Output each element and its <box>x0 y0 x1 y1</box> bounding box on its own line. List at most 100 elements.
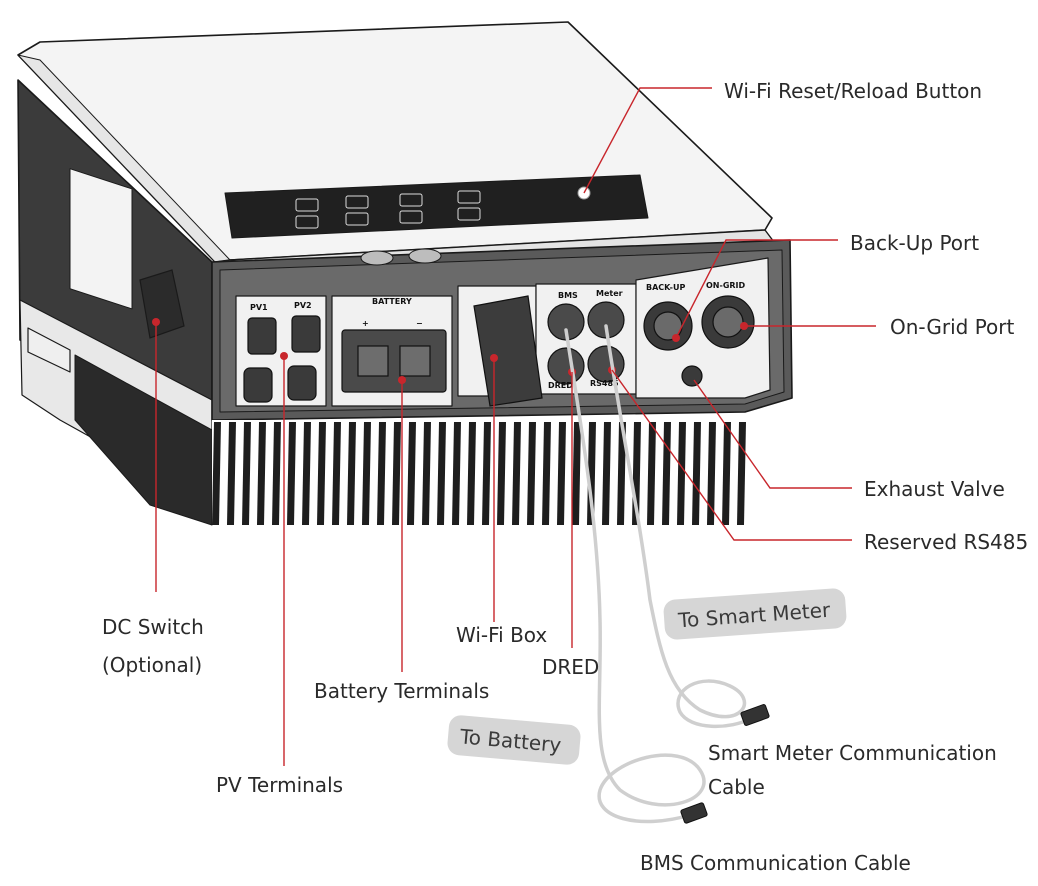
leader-rs485 <box>611 369 852 541</box>
heatsink-fin <box>722 422 731 525</box>
pv-connector[interactable] <box>243 367 273 403</box>
led-icon <box>345 195 369 209</box>
heatsink-fin <box>482 422 491 525</box>
side-label-plate <box>69 168 133 310</box>
callout-reserved-rs485: Reserved RS485 <box>864 530 1028 554</box>
heatsink-fin <box>707 422 716 525</box>
meter-cable-connector <box>740 704 770 726</box>
inverter-foot-left <box>27 327 71 373</box>
callout-dred: DRED <box>542 655 599 679</box>
heatsink-fin <box>557 422 566 525</box>
bms-cable <box>564 328 706 824</box>
leader-backup-port <box>675 239 838 339</box>
pv-connector[interactable] <box>247 317 277 355</box>
bms-cable-connector <box>680 802 708 824</box>
inverter-body <box>17 21 793 526</box>
exhaust-valve[interactable] <box>681 365 703 387</box>
heatsink-fin <box>212 422 221 525</box>
heatsink-fin <box>362 422 371 525</box>
heatsink-fin <box>422 422 431 525</box>
callout-battery-terminals: Battery Terminals <box>314 679 489 703</box>
heatsink-fin <box>332 422 341 525</box>
heatsink-fin <box>272 422 281 525</box>
callout-pv-terminals: PV Terminals <box>216 773 343 797</box>
pv2-label: PV2 <box>294 301 312 310</box>
wifi-box-body[interactable] <box>473 295 543 407</box>
top-vent-plug <box>408 248 442 264</box>
callout-ongrid-port: On-Grid Port <box>890 315 1015 339</box>
battery-label: BATTERY <box>372 297 412 306</box>
heatsink-fin <box>467 422 476 525</box>
battery-minus-label: − <box>416 319 423 328</box>
dc-switch[interactable] <box>139 269 185 339</box>
heatsink-front <box>212 420 752 525</box>
battery-plus-label: + <box>362 319 369 328</box>
heatsink-fin <box>257 422 266 525</box>
battery-socket <box>399 345 431 377</box>
heatsink-fin <box>242 422 251 525</box>
meter-port[interactable] <box>587 301 625 339</box>
tag-to-battery: To Battery <box>447 715 581 765</box>
heatsink-fin <box>692 422 701 525</box>
pv1-label: PV1 <box>250 303 268 312</box>
heatsink-fins <box>212 422 746 525</box>
meter-label: Meter <box>596 289 623 298</box>
heatsink-fin <box>392 422 401 525</box>
battery-socket <box>357 345 389 377</box>
callout-smart-meter-cable-line2: Cable <box>708 775 765 799</box>
callout-wifi-box: Wi-Fi Box <box>456 623 547 647</box>
pv-connector[interactable] <box>291 315 321 353</box>
heatsink-fin <box>437 422 446 525</box>
callout-smart-meter-cable-line1: Smart Meter Communication <box>708 741 997 765</box>
leader-wifi-reset <box>583 87 712 194</box>
led-icon <box>295 215 319 229</box>
dred-port-label: DRED <box>548 381 573 390</box>
heatsink-fin <box>407 422 416 525</box>
pv-terminals <box>243 315 321 403</box>
ongrid-port-inner <box>712 306 744 338</box>
ac-ports <box>643 295 755 387</box>
led-icon <box>399 193 423 207</box>
ongrid-label: ON-GRID <box>706 281 746 290</box>
heatsink-fin <box>512 422 521 525</box>
heatsink-fin <box>287 422 296 525</box>
dred-port[interactable] <box>547 347 585 385</box>
heatsink-fin <box>497 422 506 525</box>
callout-wifi-reset: Wi-Fi Reset/Reload Button <box>724 79 982 103</box>
heatsink-fin <box>302 422 311 525</box>
led-display-panel <box>224 174 649 239</box>
heatsink-fin <box>317 422 326 525</box>
callout-dc-switch-line2: (Optional) <box>102 653 202 677</box>
rs485-port-label: RS485 <box>590 379 619 388</box>
heatsink-fin <box>647 422 656 525</box>
top-vent-plug <box>360 250 394 266</box>
inverter-heatsink-left <box>74 354 213 526</box>
pv-connector[interactable] <box>287 365 317 401</box>
callout-backup-port: Back-Up Port <box>850 231 979 255</box>
heatsink-fin <box>452 422 461 525</box>
tag-to-smart-meter-bg <box>663 588 847 640</box>
comm-ports <box>547 301 625 385</box>
heatsink-fin <box>587 422 596 525</box>
smart-meter-cable <box>604 324 754 729</box>
callout-dc-switch-line1: DC Switch <box>102 615 204 639</box>
heatsink-fin <box>572 422 581 525</box>
heatsink-fin <box>602 422 611 525</box>
led-icon <box>295 198 319 212</box>
led-icon <box>399 210 423 224</box>
comm-compartment <box>535 283 637 395</box>
leader-lines <box>155 87 876 766</box>
heatsink-fin <box>617 422 626 525</box>
heatsink-fin <box>737 422 746 525</box>
heatsink-fin <box>542 422 551 525</box>
cables <box>564 324 754 824</box>
tag-to-smart-meter: To Smart Meter <box>663 588 847 640</box>
led-icon <box>457 207 481 221</box>
rs485-port[interactable] <box>587 345 625 383</box>
bms-label: BMS <box>558 291 578 300</box>
cable-connectors <box>680 704 770 824</box>
callout-bms-cable: BMS Communication Cable <box>640 851 911 875</box>
battery-terminal-block[interactable] <box>341 329 447 393</box>
dc-switch-knob[interactable] <box>139 269 185 339</box>
